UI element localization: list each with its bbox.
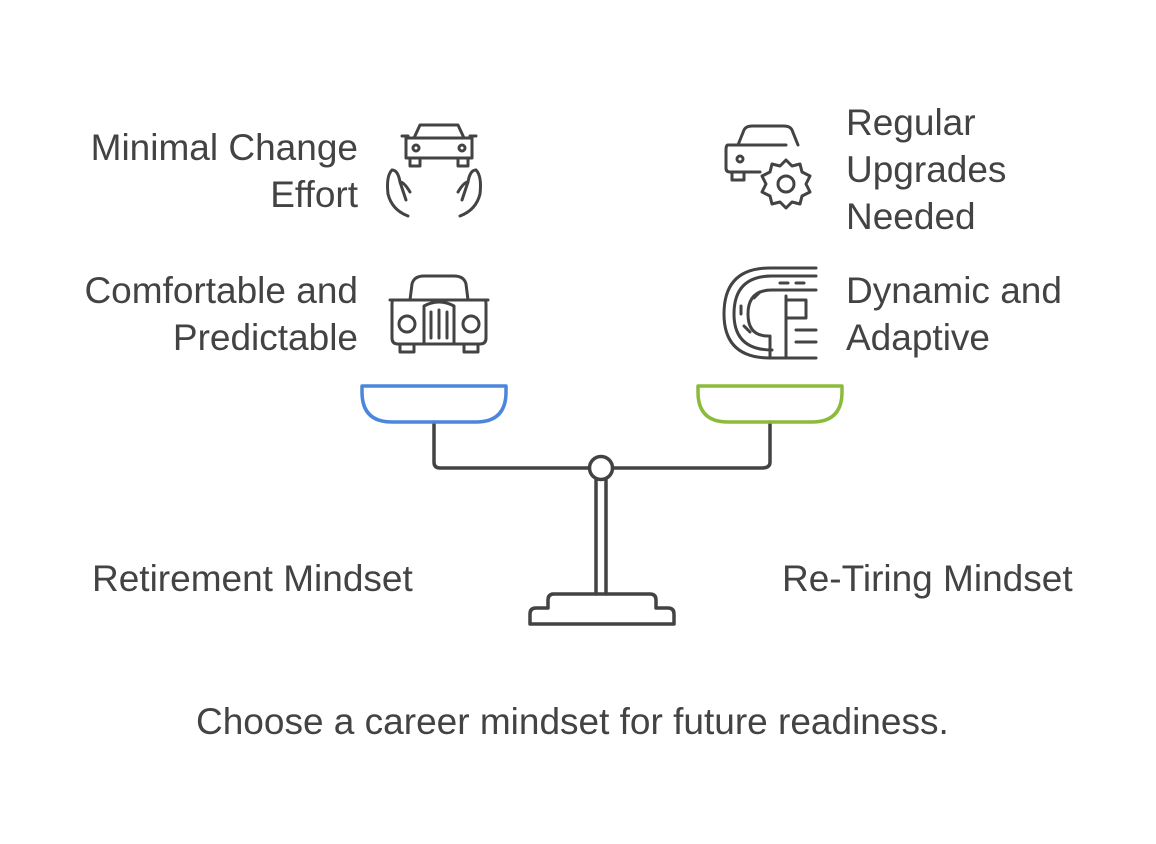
scale-post (594, 478, 608, 596)
retirement-mindset-label: Retirement Mindset (92, 558, 413, 599)
scale-pivot (587, 454, 615, 482)
re-tiring-mindset-label: Re-Tiring Mindset (782, 558, 1073, 599)
right-pan (696, 384, 844, 424)
car-gear-icon (724, 124, 812, 210)
scale-beam (432, 420, 772, 470)
race-track-flag-icon (722, 266, 818, 360)
right-bottom-item-text: Dynamic and Adaptive (846, 270, 1062, 358)
diagram-caption: Choose a career mindset for future readi… (196, 701, 949, 742)
right-top-item-text: Regular Upgrades Needed (846, 102, 1007, 237)
classic-car-icon (388, 274, 490, 354)
left-bottom-item-text: Comfortable and Predictable (84, 270, 358, 358)
scale-base (528, 592, 676, 626)
car-in-hands-icon (386, 123, 482, 218)
left-top-item-text: Minimal Change Effort (90, 127, 358, 215)
left-pan (360, 384, 508, 424)
